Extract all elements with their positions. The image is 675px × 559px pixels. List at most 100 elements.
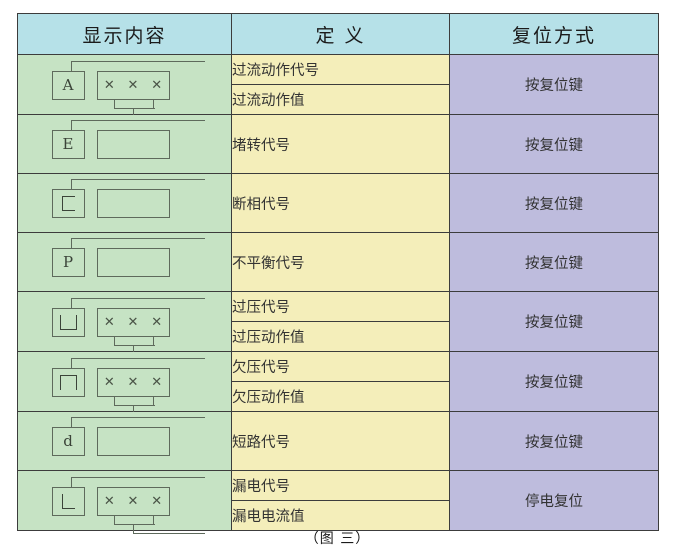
lcd-value-digit: ✕ xyxy=(151,493,163,509)
lead-wire-top-horizontal xyxy=(70,60,205,62)
lead-wire-top-horizontal xyxy=(70,417,205,419)
lead-wire-bottom-h xyxy=(113,523,155,525)
cell-definition: 过压动作值 xyxy=(231,321,450,352)
lcd-display-icon xyxy=(42,177,208,229)
lcd-value-box: ✕✕✕ xyxy=(96,307,170,337)
lcd-code-box: d xyxy=(51,427,85,456)
cell-display-content: E xyxy=(17,114,232,174)
header-display-content: 显示内容 xyxy=(17,13,232,55)
lcd-code-box: E xyxy=(51,130,85,159)
lead-wire-bottom-v1 xyxy=(113,396,115,406)
lead-wire-bottom-drop xyxy=(132,344,134,355)
cell-display-content xyxy=(17,173,232,233)
lead-wire-top-vertical xyxy=(70,476,72,488)
lcd-value-box xyxy=(96,189,170,218)
table-row: A✕✕✕过流动作代号按复位键 xyxy=(17,54,659,118)
lcd-code-segment-u xyxy=(59,314,77,330)
cell-display-content: d xyxy=(17,411,232,471)
lcd-display-icon: P xyxy=(42,236,208,288)
lcd-display-icon: E xyxy=(42,118,208,170)
lead-wire-top-horizontal xyxy=(70,357,205,359)
table-row: P 不平衡代号按复位键 xyxy=(17,232,659,292)
lcd-value-digit: ✕ xyxy=(151,374,163,390)
lcd-code-segment-l xyxy=(61,493,75,509)
cell-definition: 过压代号 xyxy=(231,291,450,322)
cell-definition: 过流动作代号 xyxy=(231,54,450,85)
lcd-code-letter: E xyxy=(62,135,74,153)
lead-wire-top-vertical xyxy=(70,120,72,131)
lead-wire-bottom-drop xyxy=(132,404,134,415)
lead-wire-top-vertical xyxy=(70,179,72,190)
figure-caption: （图 三） xyxy=(304,531,371,547)
lcd-code-segment-c xyxy=(61,196,75,211)
table-header: 显示内容 定 义 复位方式 xyxy=(17,13,659,55)
lcd-display-icon: d xyxy=(42,415,208,467)
lcd-value-digit: ✕ xyxy=(151,77,163,93)
lcd-value-digit: ✕ xyxy=(103,314,115,330)
header-row: 显示内容 定 义 复位方式 xyxy=(17,13,659,55)
lcd-value-box xyxy=(96,248,170,277)
table-row: 断相代号按复位键 xyxy=(17,173,659,233)
cell-definition: 漏电电流值 xyxy=(231,500,450,531)
lead-wire-bottom-h xyxy=(113,344,155,346)
lcd-display-icon: ✕ ✕ ✕ xyxy=(42,356,208,415)
lcd-display-icon: ✕✕✕ xyxy=(42,475,208,534)
table-row: ✕✕✕欠压代号按复位键 xyxy=(17,351,659,415)
cell-display-content: A✕✕✕ xyxy=(17,54,232,118)
lcd-value-box: ✕ ✕ ✕ xyxy=(96,367,170,397)
lead-wire-bottom-h xyxy=(113,404,155,406)
cell-definition: 堵转代号 xyxy=(231,114,450,174)
cell-reset-method: 按复位键 xyxy=(449,411,659,471)
lcd-code-box: A xyxy=(51,70,85,100)
lead-wire-top-horizontal xyxy=(70,297,205,299)
lcd-display-icon: A✕✕✕ xyxy=(42,59,208,118)
cell-reset-method: 按复位键 xyxy=(449,54,659,115)
lcd-code-box xyxy=(51,189,85,218)
cell-reset-method: 按复位键 xyxy=(449,173,659,233)
lead-wire-bottom-v2 xyxy=(152,396,154,406)
lcd-code-box xyxy=(51,307,85,337)
lead-wire-bottom-v1 xyxy=(113,99,115,109)
cell-definition: 短路代号 xyxy=(231,411,450,471)
lcd-value-digit: ✕ xyxy=(127,493,139,509)
lcd-code-box: P xyxy=(51,248,85,277)
lcd-code-letter: A xyxy=(62,75,74,94)
lead-wire-top-vertical xyxy=(70,417,72,428)
lead-wire-bottom-v2 xyxy=(152,515,154,525)
header-definition: 定 义 xyxy=(231,13,450,55)
cell-definition: 漏电代号 xyxy=(231,470,450,501)
cell-definition: 欠压代号 xyxy=(231,351,450,382)
lead-wire-top-horizontal xyxy=(70,120,205,122)
lcd-code-box xyxy=(51,367,85,397)
cell-display-content: ✕✕✕ xyxy=(17,291,232,355)
lcd-display-icon: ✕✕✕ xyxy=(42,296,208,355)
cell-reset-method: 停电复位 xyxy=(449,470,659,531)
lcd-value-digit: ✕ xyxy=(127,374,139,390)
lead-wire-bottom-run xyxy=(132,532,205,534)
lead-wire-bottom-drop xyxy=(132,523,134,534)
table-row: 漏电电流值 xyxy=(18,500,659,531)
lead-wire-top-horizontal xyxy=(70,238,205,240)
header-reset-method: 复位方式 xyxy=(449,13,659,55)
lead-wire-bottom-h xyxy=(113,107,155,109)
lead-wire-top-vertical xyxy=(70,60,72,72)
lcd-value-digit: ✕ xyxy=(103,77,115,93)
lcd-code-letter: P xyxy=(62,253,74,271)
lead-wire-top-horizontal xyxy=(70,476,205,478)
lead-wire-bottom-drop xyxy=(132,107,134,118)
lead-wire-bottom-v1 xyxy=(113,336,115,346)
lead-wire-top-vertical xyxy=(70,357,72,369)
cell-display-content: ✕ ✕ ✕ xyxy=(17,351,232,415)
cell-display-content: ✕✕✕ xyxy=(17,470,232,534)
lcd-value-digit: ✕ xyxy=(127,314,139,330)
lead-wire-bottom-v1 xyxy=(113,515,115,525)
lead-wire-top-vertical xyxy=(70,297,72,309)
lcd-value-digit: ✕ xyxy=(103,374,115,390)
lcd-value-box: ✕✕✕ xyxy=(96,70,170,100)
cell-definition: 不平衡代号 xyxy=(231,232,450,292)
table-row: ✕✕✕过压代号按复位键 xyxy=(17,291,659,355)
table-row: 欠压动作值 xyxy=(18,381,659,412)
cell-reset-method: 按复位键 xyxy=(449,232,659,292)
